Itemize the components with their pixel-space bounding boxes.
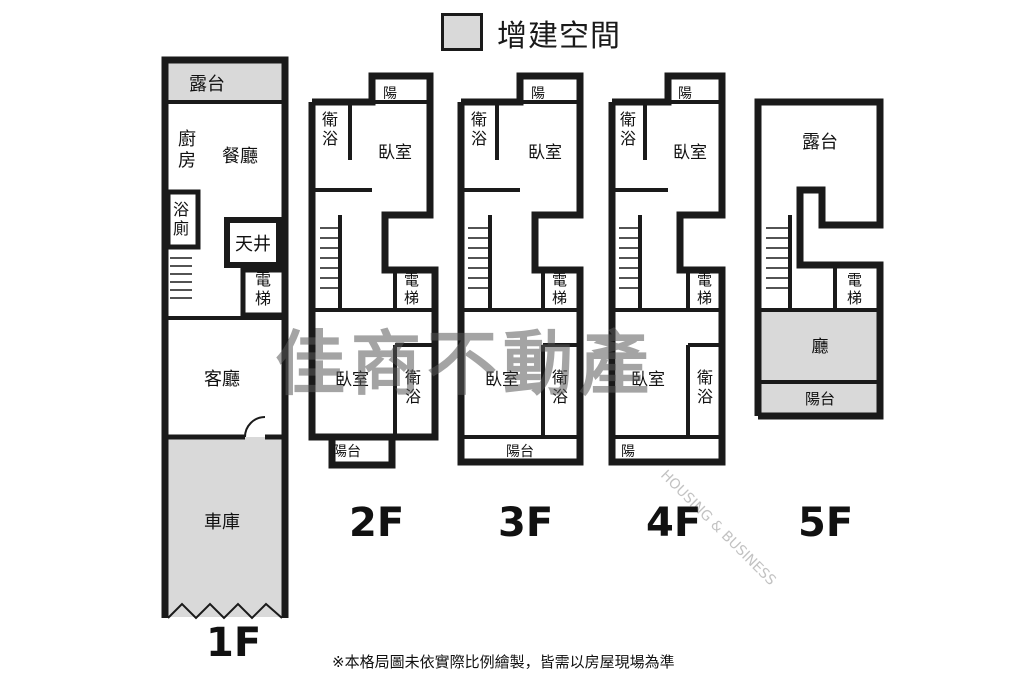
f3-bath-bottom-label: 衛浴	[552, 368, 568, 406]
f1-skywell-label: 天井	[235, 234, 271, 255]
f3-bedroom-bottom-label: 臥室	[485, 370, 519, 390]
floor-3f	[457, 72, 584, 466]
f2-balcony-top-label: 陽	[383, 86, 397, 102]
f4-bedroom-bottom-label: 臥室	[631, 370, 665, 390]
f4-bath-bottom-label: 衛浴	[697, 368, 713, 406]
f2-bedroom-bottom-label: 臥室	[335, 370, 369, 390]
f5-hall-area	[758, 312, 880, 380]
f3-balcony-top-label: 陽	[531, 86, 545, 102]
floor-label-4f: 4F	[646, 500, 702, 546]
f4-balcony-top-label: 陽	[678, 86, 692, 102]
f1-balcony-label: 露台	[189, 74, 225, 95]
f3-bath-top-label: 衛浴	[471, 110, 487, 148]
floor-label-2f: 2F	[349, 500, 405, 546]
f1-dining-label: 餐廳	[222, 146, 258, 167]
f5-elevator-label: 電梯	[847, 271, 862, 307]
floor-1f	[161, 56, 289, 620]
f4-bath-top-label: 衛浴	[620, 110, 636, 148]
floor-label-3f: 3F	[498, 500, 554, 546]
footnote: ※本格局圖未依實際比例繪製，皆需以房屋現場為準	[332, 653, 675, 671]
f5-hall-label: 廳	[812, 337, 829, 357]
f1-garage-label: 車庫	[204, 512, 240, 533]
f2-bedroom-top-label: 臥室	[378, 143, 412, 163]
f2-bath-bottom-label: 衛浴	[405, 368, 421, 406]
f1-living-label: 客廳	[204, 369, 240, 390]
legend-label: 增建空間	[497, 19, 621, 54]
f5-balcony-area	[758, 382, 880, 416]
f2-balcony-bottom-label: 陽台	[333, 444, 361, 460]
floor-label-1f: 1F	[206, 620, 262, 666]
floor-2f	[308, 72, 439, 469]
f1-kitchen-label: 廚房	[178, 128, 196, 172]
f5-terrace-label: 露台	[802, 132, 838, 153]
f1-elevator-label: 電梯	[255, 270, 271, 308]
f4-bedroom-top-label: 臥室	[673, 143, 707, 163]
f3-bedroom-top-label: 臥室	[528, 143, 562, 163]
floor-label-5f: 5F	[798, 500, 854, 546]
f3-elevator-label: 電梯	[552, 271, 567, 307]
f2-elevator-label: 電梯	[404, 271, 419, 307]
f1-balcony-area	[165, 60, 285, 102]
watermark-logo: 佳商不動產	[275, 323, 655, 405]
floor-4f	[608, 72, 726, 466]
f4-balcony-bottom-label: 陽	[621, 444, 635, 460]
f1-garage-area	[165, 437, 285, 617]
floor-5f	[754, 98, 884, 420]
f4-elevator-label: 電梯	[697, 271, 712, 307]
f2-bath-top-label: 衛浴	[322, 110, 338, 148]
f1-bath-label: 浴廁	[173, 200, 189, 238]
legend-swatch	[441, 13, 483, 51]
f3-balcony-bottom-label: 陽台	[506, 444, 534, 460]
f5-balcony-label: 陽台	[805, 390, 835, 408]
